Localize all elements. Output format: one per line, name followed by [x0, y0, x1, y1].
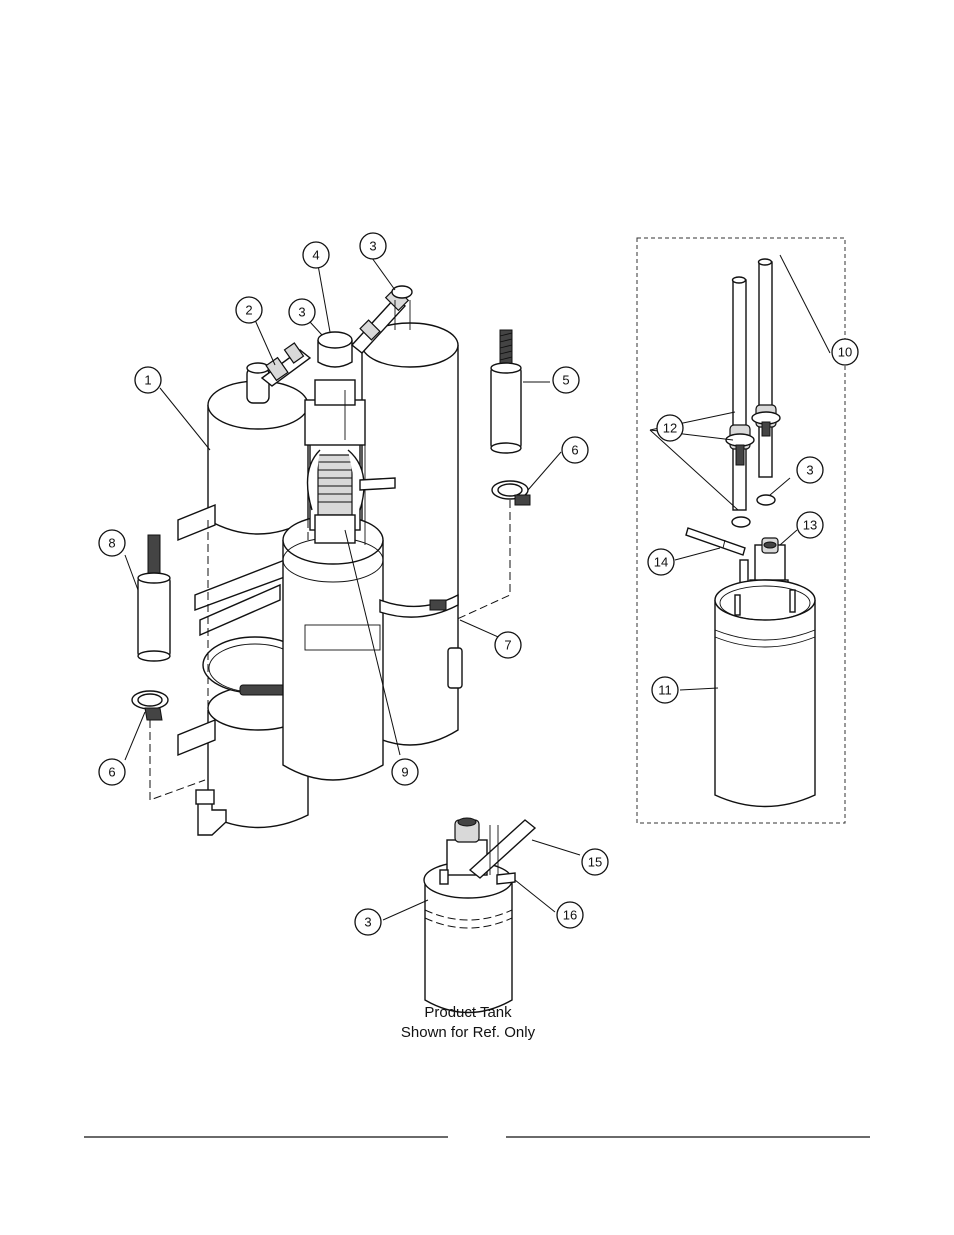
svg-text:3: 3 — [806, 463, 813, 478]
svg-text:5: 5 — [562, 373, 569, 388]
svg-text:11: 11 — [658, 683, 672, 698]
svg-text:7: 7 — [504, 638, 511, 653]
callout-2: 2 — [235, 296, 263, 324]
callout-8: 8 — [98, 529, 126, 557]
clamp-6-right — [491, 480, 531, 506]
callout-6-right: 6 — [561, 436, 589, 464]
product-tank-caption: Product Tank Shown for Ref. Only — [401, 1004, 536, 1041]
top-hoses — [260, 285, 413, 387]
flow-restrictor — [725, 404, 781, 466]
callout-1: 1 — [134, 366, 162, 394]
assembly-lines — [149, 500, 511, 801]
callout-14: 14 — [647, 548, 675, 576]
svg-text:3: 3 — [364, 915, 371, 930]
svg-text:10: 10 — [838, 345, 852, 360]
solenoid-cap — [317, 331, 353, 368]
callout-3-mid: 3 — [288, 298, 316, 326]
svg-text:13: 13 — [803, 518, 817, 533]
callout-15: 15 — [581, 848, 609, 876]
clamp-6-left — [131, 690, 169, 721]
callout-7: 7 — [494, 631, 522, 659]
callout-11: 11 — [651, 676, 679, 704]
svg-text:6: 6 — [108, 765, 115, 780]
rod-14 — [685, 527, 746, 556]
subassembly-box — [636, 237, 846, 824]
svg-text:16: 16 — [563, 908, 577, 923]
callout-3-product: 3 — [354, 908, 382, 936]
svg-text:12: 12 — [663, 421, 677, 436]
sieve-bed-left — [207, 362, 309, 535]
caption-line-2: Shown for Ref. Only — [401, 1024, 536, 1041]
callout-3-top: 3 — [359, 232, 387, 260]
tank-11 — [714, 579, 816, 808]
callout-16: 16 — [556, 901, 584, 929]
hose-clamp-right — [379, 593, 463, 689]
svg-text:1: 1 — [144, 373, 151, 388]
mounting-bracket — [177, 503, 291, 757]
callout-6-left: 6 — [98, 758, 126, 786]
valve-assembly — [304, 379, 396, 545]
callouts: 1 2 3 4 3 5 6 8 7 6 9 10 12 3 13 14 11 1… — [98, 232, 859, 936]
callout-4: 4 — [302, 241, 330, 269]
callout-12: 12 — [656, 414, 684, 442]
caption-line-1: Product Tank — [424, 1004, 512, 1021]
callout-13: 13 — [796, 511, 824, 539]
svg-text:3: 3 — [298, 305, 305, 320]
svg-text:2: 2 — [245, 303, 252, 318]
svg-text:6: 6 — [571, 443, 578, 458]
main-assembly — [131, 285, 531, 836]
callout-10: 10 — [831, 338, 859, 366]
callout-3-sub: 3 — [796, 456, 824, 484]
small-clamps — [731, 494, 776, 528]
svg-text:4: 4 — [312, 248, 319, 263]
svg-text:3: 3 — [369, 239, 376, 254]
callout-5: 5 — [552, 366, 580, 394]
standoff-8 — [137, 534, 171, 662]
svg-text:15: 15 — [588, 855, 602, 870]
svg-text:8: 8 — [108, 536, 115, 551]
standoff-5 — [490, 329, 522, 454]
center-tank — [282, 515, 384, 781]
product-tank — [423, 817, 537, 1014]
tubes — [731, 258, 773, 511]
callout-9: 9 — [391, 758, 419, 786]
svg-text:14: 14 — [654, 555, 668, 570]
svg-text:9: 9 — [401, 765, 408, 780]
